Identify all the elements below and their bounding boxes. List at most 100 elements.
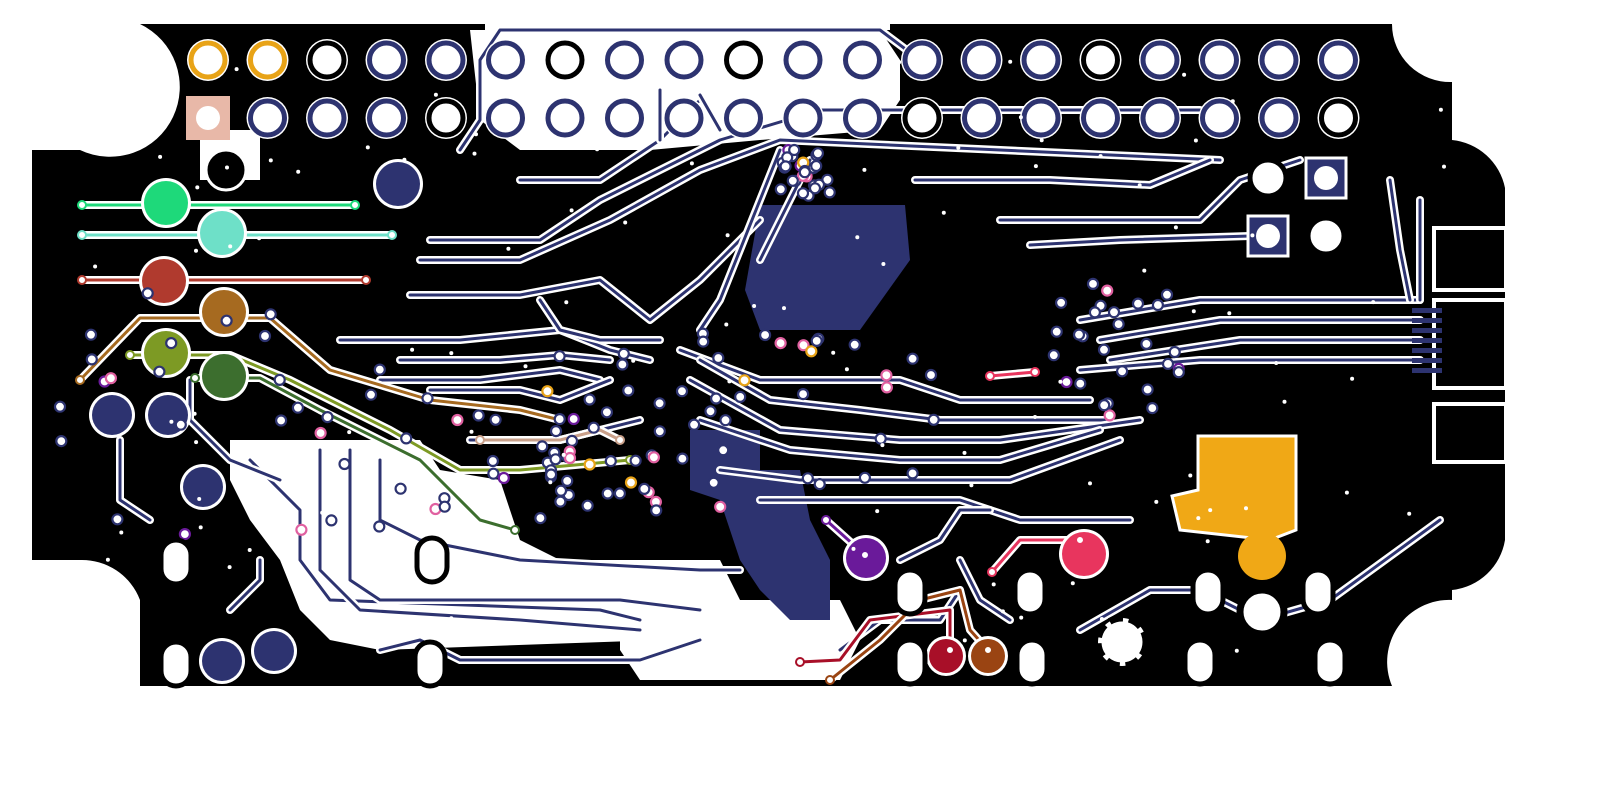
via-97	[104, 372, 118, 385]
via-101	[141, 287, 154, 300]
via-113	[823, 186, 836, 199]
via-138	[774, 183, 787, 196]
usb-pin-4	[1412, 348, 1442, 353]
net-crimson-via-0	[795, 657, 805, 667]
stitch-dot-82	[1282, 399, 1287, 404]
net-green-via-0	[77, 200, 87, 210]
header-pin-0-0	[188, 40, 228, 80]
stitch-dot-100	[1099, 617, 1104, 621]
via-50	[697, 335, 710, 348]
header-pin-1-18	[1259, 98, 1299, 138]
stitch-dot-8	[1244, 506, 1248, 511]
via-68	[1168, 345, 1181, 359]
trace-36	[378, 638, 702, 662]
net-brown-pad	[202, 290, 246, 334]
via-154	[536, 440, 549, 453]
via-48	[874, 432, 887, 445]
via-54	[707, 476, 720, 489]
stitch-dot-89	[1191, 309, 1196, 314]
header-pin-1-5	[486, 98, 525, 138]
oval-slot-8	[1190, 567, 1226, 617]
via-106	[258, 329, 272, 343]
trace-41	[958, 558, 1012, 622]
net-pinkred-short-via-1	[1030, 367, 1040, 377]
power-pour-gold	[1170, 434, 1298, 542]
via-130	[796, 187, 810, 200]
header-pin-1-10	[783, 98, 823, 138]
header-pin-1-14	[1021, 98, 1061, 138]
via-16	[600, 406, 614, 419]
via-11	[719, 414, 732, 427]
via-4	[617, 347, 630, 360]
header-pin-1-8	[664, 98, 704, 138]
stitch-dot-42	[1173, 225, 1178, 230]
via-81	[1047, 349, 1060, 362]
via-67	[1112, 318, 1125, 331]
via-28	[734, 390, 747, 403]
navy-test-pad-3	[183, 467, 223, 507]
via-70	[1074, 377, 1087, 390]
stitch-dot-1	[506, 246, 511, 251]
stitch-dot-61	[897, 60, 902, 65]
stitch-dot-25	[631, 358, 636, 363]
trace-10	[688, 378, 1142, 442]
via-87	[314, 426, 327, 440]
via-76	[1086, 277, 1100, 290]
navy-test-pad-4	[202, 641, 242, 681]
stitch-dot-31	[333, 531, 338, 536]
stitch-dot-84	[257, 236, 262, 241]
via-155	[653, 425, 666, 438]
stitch-dot-28	[410, 347, 415, 352]
stitch-dot-11	[1465, 126, 1470, 131]
header-pin-1-1	[248, 98, 287, 138]
stitch-dot-90	[862, 167, 867, 172]
oval-slot-6	[1012, 567, 1048, 617]
usb-shell-2	[1432, 402, 1508, 464]
stitch-dot-103	[234, 67, 239, 72]
via-52	[796, 388, 810, 401]
header-pin-1-11	[843, 98, 882, 138]
stitch-dot-67	[1230, 99, 1235, 104]
stitch-dot-95	[1227, 311, 1232, 316]
colored-net-layer	[75, 148, 1109, 685]
stitch-dot-104	[1182, 72, 1187, 77]
stitch-dot-6	[855, 235, 860, 240]
stitch-dot-30	[962, 450, 967, 455]
stitch-dot-2	[1234, 648, 1239, 653]
via-31	[797, 339, 810, 352]
header-pin-0-19	[1319, 40, 1358, 80]
via-95	[321, 411, 334, 424]
via-139	[808, 182, 822, 195]
via-105	[165, 337, 178, 350]
via-53	[927, 413, 940, 426]
jumper-pin-3	[1305, 215, 1347, 257]
net-purple-via-0	[821, 515, 831, 525]
via-36	[858, 471, 872, 484]
header-pin-0-3	[367, 40, 406, 80]
via-34	[924, 368, 938, 382]
via-44	[848, 338, 861, 351]
header-pin-1-7	[605, 98, 644, 138]
trace-33	[698, 148, 782, 332]
oval-slot-4	[892, 567, 928, 617]
oval-slot-5	[892, 637, 928, 687]
stitch-dot-14	[569, 208, 574, 213]
stitch-dot-71	[296, 169, 301, 174]
stitch-dot-47	[1205, 539, 1210, 544]
stitch-dot-48	[727, 379, 732, 384]
header-pin-1-3	[367, 98, 406, 138]
stitch-dot-34	[875, 509, 880, 514]
header-square-hole	[196, 106, 220, 130]
header-pin-0-15	[1081, 40, 1120, 80]
stitch-dot-96	[941, 210, 946, 215]
via-152	[549, 425, 563, 438]
via-88	[153, 365, 166, 378]
oval-slot-11	[1312, 637, 1348, 687]
stitch-dot-41	[433, 92, 438, 97]
trace-8	[678, 348, 1092, 402]
net-pinkred-pad	[1062, 532, 1106, 576]
stitch-dot-58	[474, 132, 478, 137]
via-91	[264, 308, 277, 321]
stitch-dot-74	[1188, 473, 1193, 478]
